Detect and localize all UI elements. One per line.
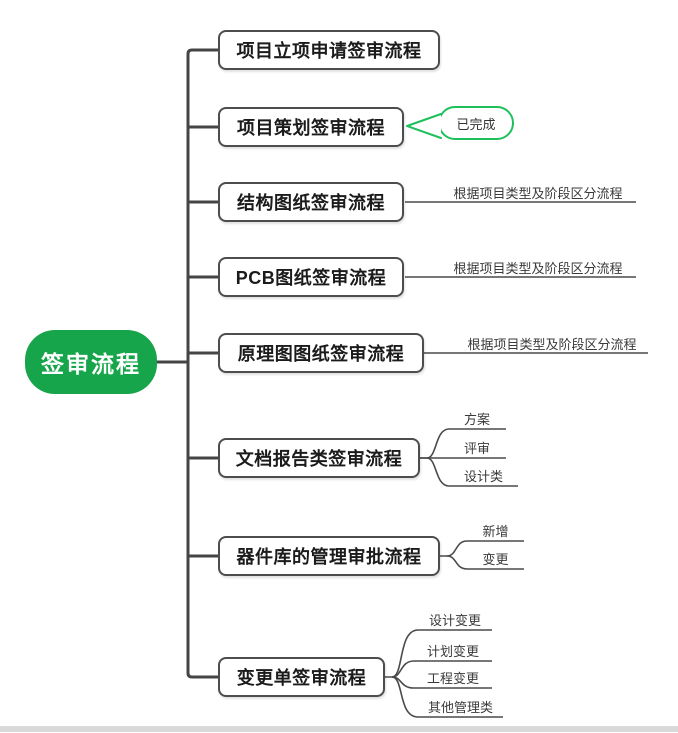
- topic-change-order[interactable]: 变更单签审流程: [218, 657, 385, 697]
- topic-project-planning[interactable]: 项目策划签审流程: [218, 107, 404, 147]
- subtopic-label[interactable]: 设计类: [463, 469, 503, 484]
- horizontal-scrollbar[interactable]: [0, 726, 678, 732]
- subtopic-note-pcb[interactable]: 根据项目类型及阶段区分流程: [453, 261, 623, 276]
- subtopic-label[interactable]: 评审: [463, 441, 490, 456]
- topic-schematic-drawing[interactable]: 原理图图纸签审流程: [218, 333, 424, 373]
- subtopic-label[interactable]: 方案: [463, 412, 490, 427]
- topic-project-initiation[interactable]: 项目立项申请签审流程: [218, 30, 440, 70]
- subtopic-label[interactable]: 计划变更: [426, 644, 479, 659]
- subtopic-label[interactable]: 变更: [482, 552, 509, 567]
- subtopic-label[interactable]: 其他管理类: [427, 700, 493, 715]
- topic-component-library[interactable]: 器件库的管理审批流程: [218, 536, 440, 576]
- subtopic-label[interactable]: 新增: [482, 524, 509, 539]
- root-topic[interactable]: 签审流程: [25, 330, 157, 394]
- subtopic-label[interactable]: 工程变更: [426, 671, 479, 686]
- subtopic-note-structure[interactable]: 根据项目类型及阶段区分流程: [453, 186, 623, 201]
- subtopic-note-schematic[interactable]: 根据项目类型及阶段区分流程: [467, 337, 637, 352]
- callout-completed[interactable]: 已完成: [456, 116, 496, 132]
- topic-document-report[interactable]: 文档报告类签审流程: [218, 438, 420, 478]
- topic-structure-drawing[interactable]: 结构图纸签审流程: [218, 182, 404, 222]
- subtopic-label[interactable]: 设计变更: [428, 613, 481, 628]
- topic-pcb-drawing[interactable]: PCB图纸签审流程: [218, 257, 404, 297]
